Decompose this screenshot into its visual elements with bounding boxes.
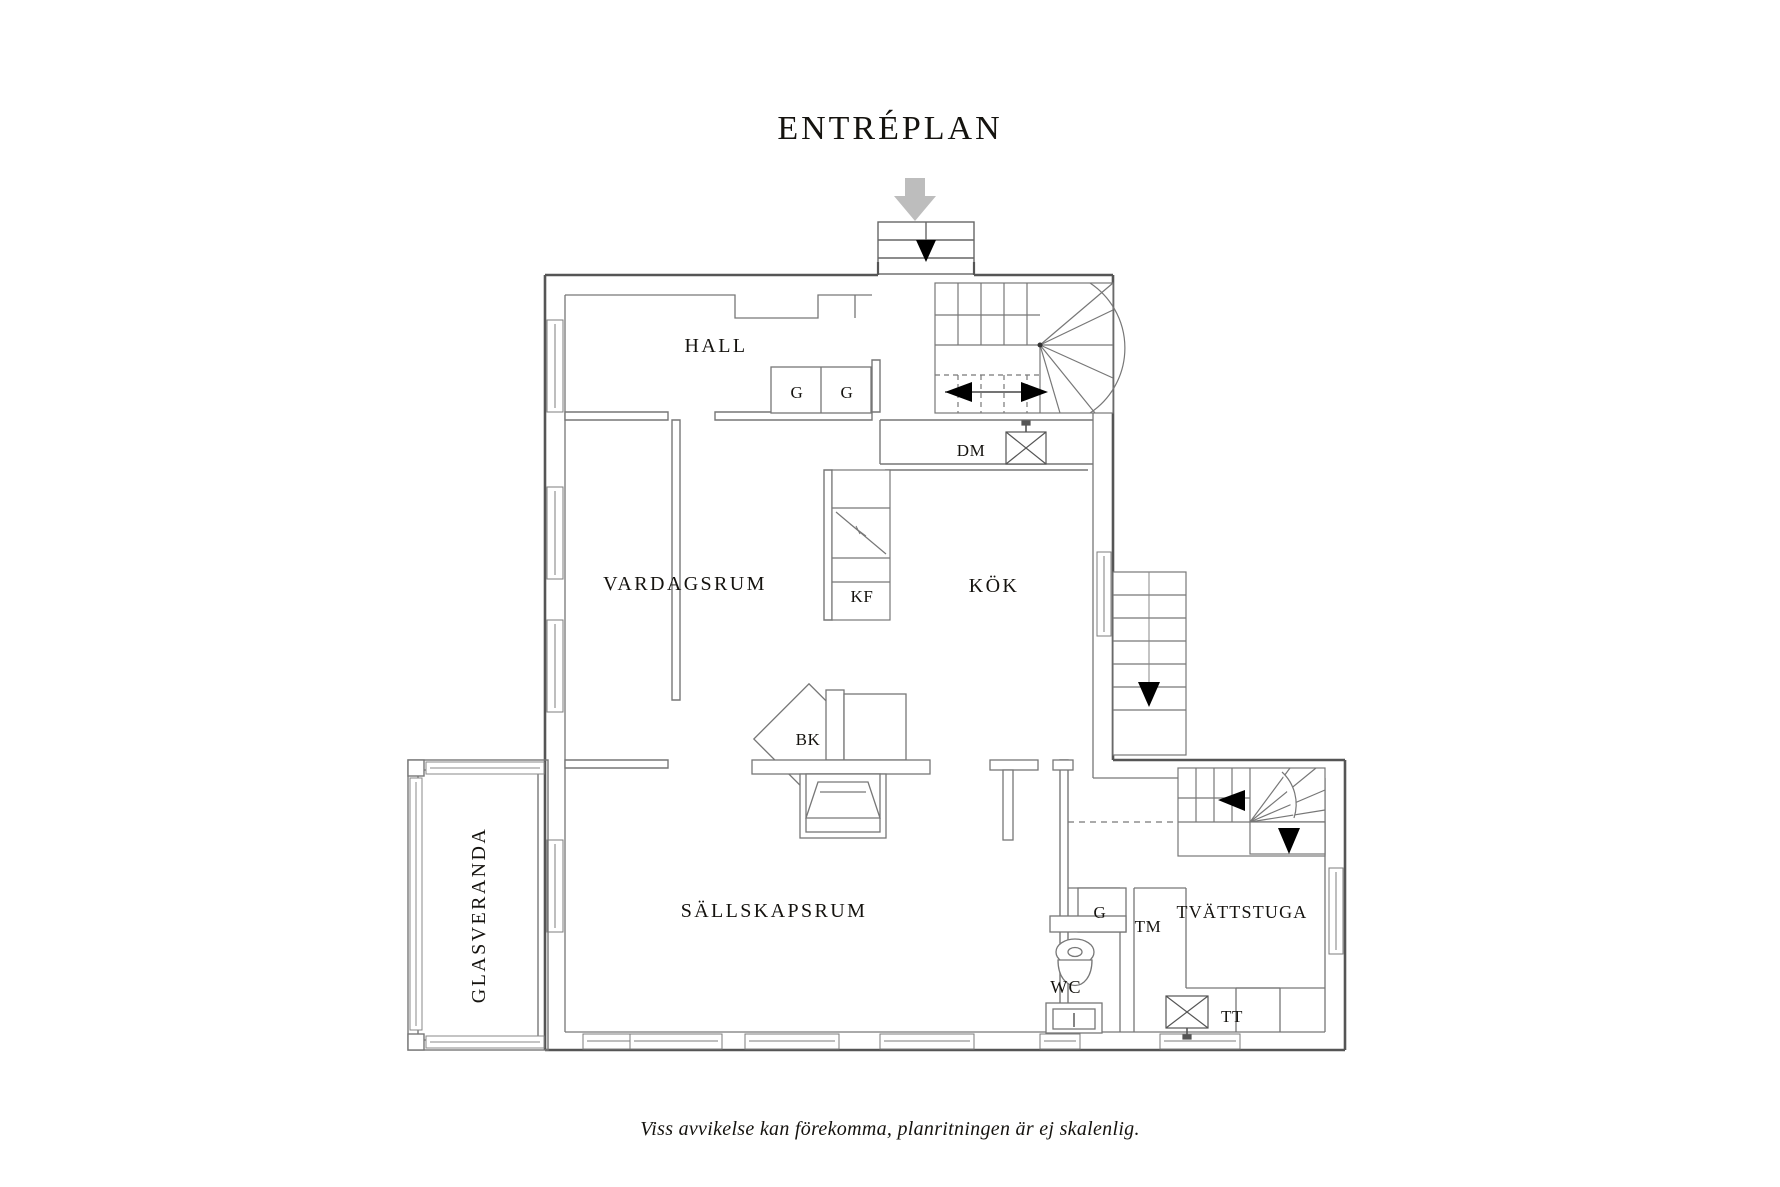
window-right-laundry <box>1328 867 1344 955</box>
room-label-glasveranda: GLASVERANDA <box>468 827 490 1003</box>
stair-down-arrow-icon <box>1138 682 1160 707</box>
dishwasher-symbol-icon <box>1005 420 1047 465</box>
wc-washbasin-icon <box>1045 1002 1103 1034</box>
stair-down-arrow-icon-2 <box>1278 828 1300 854</box>
window-left-1 <box>546 319 564 413</box>
laundry-winder-stair <box>1068 767 1326 857</box>
fixture-label-tumble-dryer: TT <box>1221 1007 1243 1026</box>
fixture-label-wood-stove: BK <box>796 730 821 749</box>
room-label-kok: KÖK <box>969 574 1020 597</box>
fixture-label-closet-g-3: G <box>1094 903 1107 922</box>
stair-up-arrow-icon-a <box>945 382 972 402</box>
kitchen-cabinet-run <box>831 469 891 621</box>
kitchen-side-stair <box>1112 571 1187 756</box>
entry-step-direction-arrow-icon <box>916 240 936 262</box>
window-bottom-5 <box>1039 1033 1081 1050</box>
room-label-sallskapsrum: SÄLLSKAPSRUM <box>681 899 868 922</box>
main-entrance-arrow-icon <box>894 178 936 221</box>
room-label-tvattstuga: TVÄTTSTUGA <box>1177 902 1308 922</box>
fixture-label-fridge-freezer: KF <box>851 587 874 606</box>
window-bottom-2 <box>629 1033 723 1050</box>
fixture-label-dishwasher: DM <box>957 441 986 460</box>
room-label-hall: HALL <box>685 335 748 357</box>
room-label-vardagsrum: VARDAGSRUM <box>603 573 767 595</box>
window-right-kitchen <box>1096 551 1112 637</box>
window-bottom-3 <box>744 1033 840 1050</box>
window-left-3 <box>546 619 564 713</box>
window-bottom-6 <box>1159 1033 1241 1050</box>
stair-up-arrow-icon-b <box>1021 382 1048 402</box>
toilet-icon <box>1055 938 1095 986</box>
tumble-dryer-symbol-icon <box>1165 995 1209 1040</box>
fixture-label-washing-machine: TM <box>1135 917 1162 936</box>
glasveranda-glazing <box>409 761 545 1049</box>
window-left-2 <box>546 486 564 580</box>
hall-winder-stair <box>934 282 1126 414</box>
chimney-block <box>751 689 931 839</box>
tvattstuga-room <box>1133 887 1325 1032</box>
page-title: ENTRÉPLAN <box>777 110 1003 147</box>
window-bottom-4 <box>879 1033 975 1050</box>
hall-closets <box>770 366 872 414</box>
entry-steps <box>877 221 975 275</box>
room-label-wc: WC <box>1050 977 1081 997</box>
plan-disclaimer-caption: Viss avvikelse kan förekomma, planritnin… <box>640 1118 1140 1140</box>
sallskapsrum-partitions <box>989 759 1074 841</box>
wc-sink-shelf <box>1049 915 1127 933</box>
fixture-label-closet-g-1: G <box>791 383 804 402</box>
fixture-label-closet-g-2: G <box>841 383 854 402</box>
window-left-4 <box>546 839 564 933</box>
stair-right-arrow-icon <box>1218 790 1245 811</box>
